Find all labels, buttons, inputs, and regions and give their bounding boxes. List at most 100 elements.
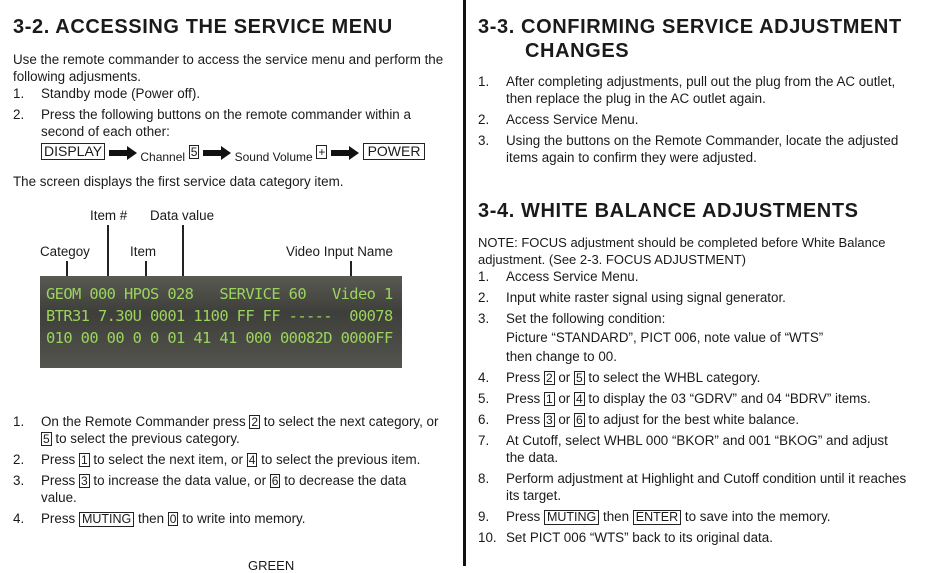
arrow-right-icon — [203, 145, 231, 160]
step-number: 2. — [13, 452, 25, 467]
intro-paragraph: Use the remote commander to access the s… — [13, 51, 453, 140]
arrow-right-icon — [330, 145, 359, 160]
step-1: 1.Standby mode (Power off). — [13, 85, 453, 102]
wb-step-1: 1.Access Service Menu. — [478, 268, 924, 285]
step-number: 3. — [478, 311, 490, 326]
key-2: 2 — [249, 415, 261, 429]
step-text: to select the WHBL category. — [584, 370, 761, 385]
nav-step-4: 4.Press MUTING then 0 to write into memo… — [13, 510, 453, 527]
item-label: Item — [130, 244, 157, 259]
display-key: DISPLAY — [41, 143, 106, 160]
step-text: or — [554, 412, 574, 427]
category-label: Categoy — [40, 244, 90, 259]
wb-step-10: 10. Set PICT 006 “WTS” back to its origin… — [478, 529, 924, 546]
step-number: 1. — [478, 269, 490, 284]
step-text: value. — [41, 490, 77, 505]
step-text: Perform adjustment at Highlight and Cuto… — [506, 471, 907, 486]
step-text: then — [134, 511, 168, 526]
wb-step-8: 8.Perform adjustment at Highlight and Cu… — [478, 470, 924, 504]
key-4: 4 — [246, 453, 258, 467]
column-divider — [463, 0, 466, 566]
key-5: 5 — [41, 432, 52, 446]
step-text: then change to 00. — [506, 349, 617, 364]
step-text: second of each other: — [41, 124, 170, 139]
wb-step-5: 5.Press 1 or 4 to display the 03 “GDRV” … — [478, 390, 924, 407]
wb-step-9: 9. Press MUTING then ENTER to save into t… — [478, 508, 924, 525]
step-text: to display the 03 “GDRV” and 04 “BDRV” i… — [584, 391, 871, 406]
step-text: Set the following condition: — [506, 311, 666, 326]
step-text: Press — [506, 509, 544, 524]
item-number-label: Item # — [90, 208, 128, 223]
key-3: 3 — [78, 474, 90, 488]
step-text: Press — [41, 473, 79, 488]
step-text: Press — [506, 370, 544, 385]
step-number: 9. — [478, 509, 490, 524]
title-line: CHANGES — [525, 40, 630, 62]
confirm-steps: 1. After completing adjustments, pull out… — [478, 73, 924, 166]
wb-step-6: 6.Press 3 or 6 to adjust for the best wh… — [478, 411, 924, 428]
step-text: Picture “STANDARD”, PICT 006, note value… — [506, 330, 824, 345]
button-sequence: DISPLAY Channel 5 Sound Volume + POWER — [41, 143, 426, 164]
step-number: 4. — [478, 370, 490, 385]
step-number: 4. — [13, 511, 25, 526]
white-balance-section: NOTE: FOCUS adjustment should be complet… — [478, 234, 924, 546]
step-text: to write into memory. — [178, 511, 306, 526]
step-number: 2. — [13, 107, 25, 122]
data-value-label: Data value — [150, 208, 215, 223]
key-1: 1 — [543, 392, 555, 406]
wb-step-2: 2.Input white raster signal using signal… — [478, 289, 924, 306]
key-5: 5 — [574, 371, 585, 385]
key-5: 5 — [188, 145, 200, 159]
step-text: to decrease the data — [280, 473, 407, 488]
pointer-line — [66, 261, 68, 288]
step-text: Set PICT 006 “WTS” back to its original … — [506, 530, 773, 545]
step-number: 1. — [13, 414, 25, 429]
step-text: Press — [41, 452, 79, 467]
key-3: 3 — [543, 413, 555, 427]
enter-key: ENTER — [632, 510, 682, 525]
key-2: 2 — [543, 371, 555, 385]
pointer-line — [107, 225, 109, 288]
intro-line-1: Use the remote commander to access the s… — [13, 52, 444, 67]
step-text: Input white raster signal using signal g… — [506, 290, 786, 305]
lcd-line-2: BTR31 7.30U 0001 1100 FF FF ----- 00078 — [46, 307, 393, 325]
step-text: or — [554, 391, 574, 406]
wb-step-7: 7.At Cutoff, select WHBL 000 “BKOR” and … — [478, 432, 924, 466]
step-text: Using the buttons on the Remote Commande… — [506, 133, 899, 148]
step-number: 1. — [13, 86, 25, 101]
step-text: to select the next category, or — [260, 414, 439, 429]
navigation-steps: 1. On the Remote Commander press 2 to sel… — [13, 413, 453, 527]
step-number: 1. — [478, 74, 490, 89]
step-2: 2. Press the following buttons on the rem… — [13, 106, 453, 140]
wb-step-3: 3. Set the following condition: Picture “S… — [478, 310, 924, 365]
step-text: to select the next item, or — [89, 452, 247, 467]
step-number: 10. — [478, 530, 497, 545]
step-number: 3. — [478, 133, 490, 148]
key-0: 0 — [167, 512, 179, 526]
power-key: POWER — [362, 143, 426, 160]
step-text: On the Remote Commander press — [41, 414, 250, 429]
step-text: to increase the data value, or — [89, 473, 270, 488]
pointer-line — [145, 261, 147, 288]
key-1: 1 — [78, 453, 90, 467]
step-text: Press — [41, 511, 79, 526]
step-text: then — [599, 509, 633, 524]
step-text: then replace the plug in the AC outlet a… — [506, 91, 766, 106]
section-title-3-2: 3-2. ACCESSING THE SERVICE MENU — [13, 16, 393, 38]
step-text: After completing adjustments, pull out t… — [506, 74, 896, 89]
step-text: to save into the memory. — [681, 509, 831, 524]
muting-key: MUTING — [543, 510, 600, 525]
intro-line-2: following adjusments. — [13, 69, 142, 84]
step-text: Press the following buttons on the remot… — [41, 107, 411, 122]
section-title-3-4: 3-4. WHITE BALANCE ADJUSTMENTS — [478, 200, 859, 222]
step-number: 3. — [13, 473, 25, 488]
channel-label: Channel — [140, 150, 186, 164]
title-line: 3-3. CONFIRMING SERVICE ADJUSTMENT — [478, 16, 902, 38]
step-number: 2. — [478, 112, 490, 127]
note-line-2: adjustment. (See 2-3. FOCUS ADJUSTMENT) — [478, 252, 747, 267]
lcd-line-1: GEOM 000 HPOS 028 SERVICE 60 Video 1 — [46, 285, 393, 303]
pointer-line — [182, 225, 184, 288]
step-text: Press — [506, 412, 544, 427]
step-text: or — [554, 370, 574, 385]
